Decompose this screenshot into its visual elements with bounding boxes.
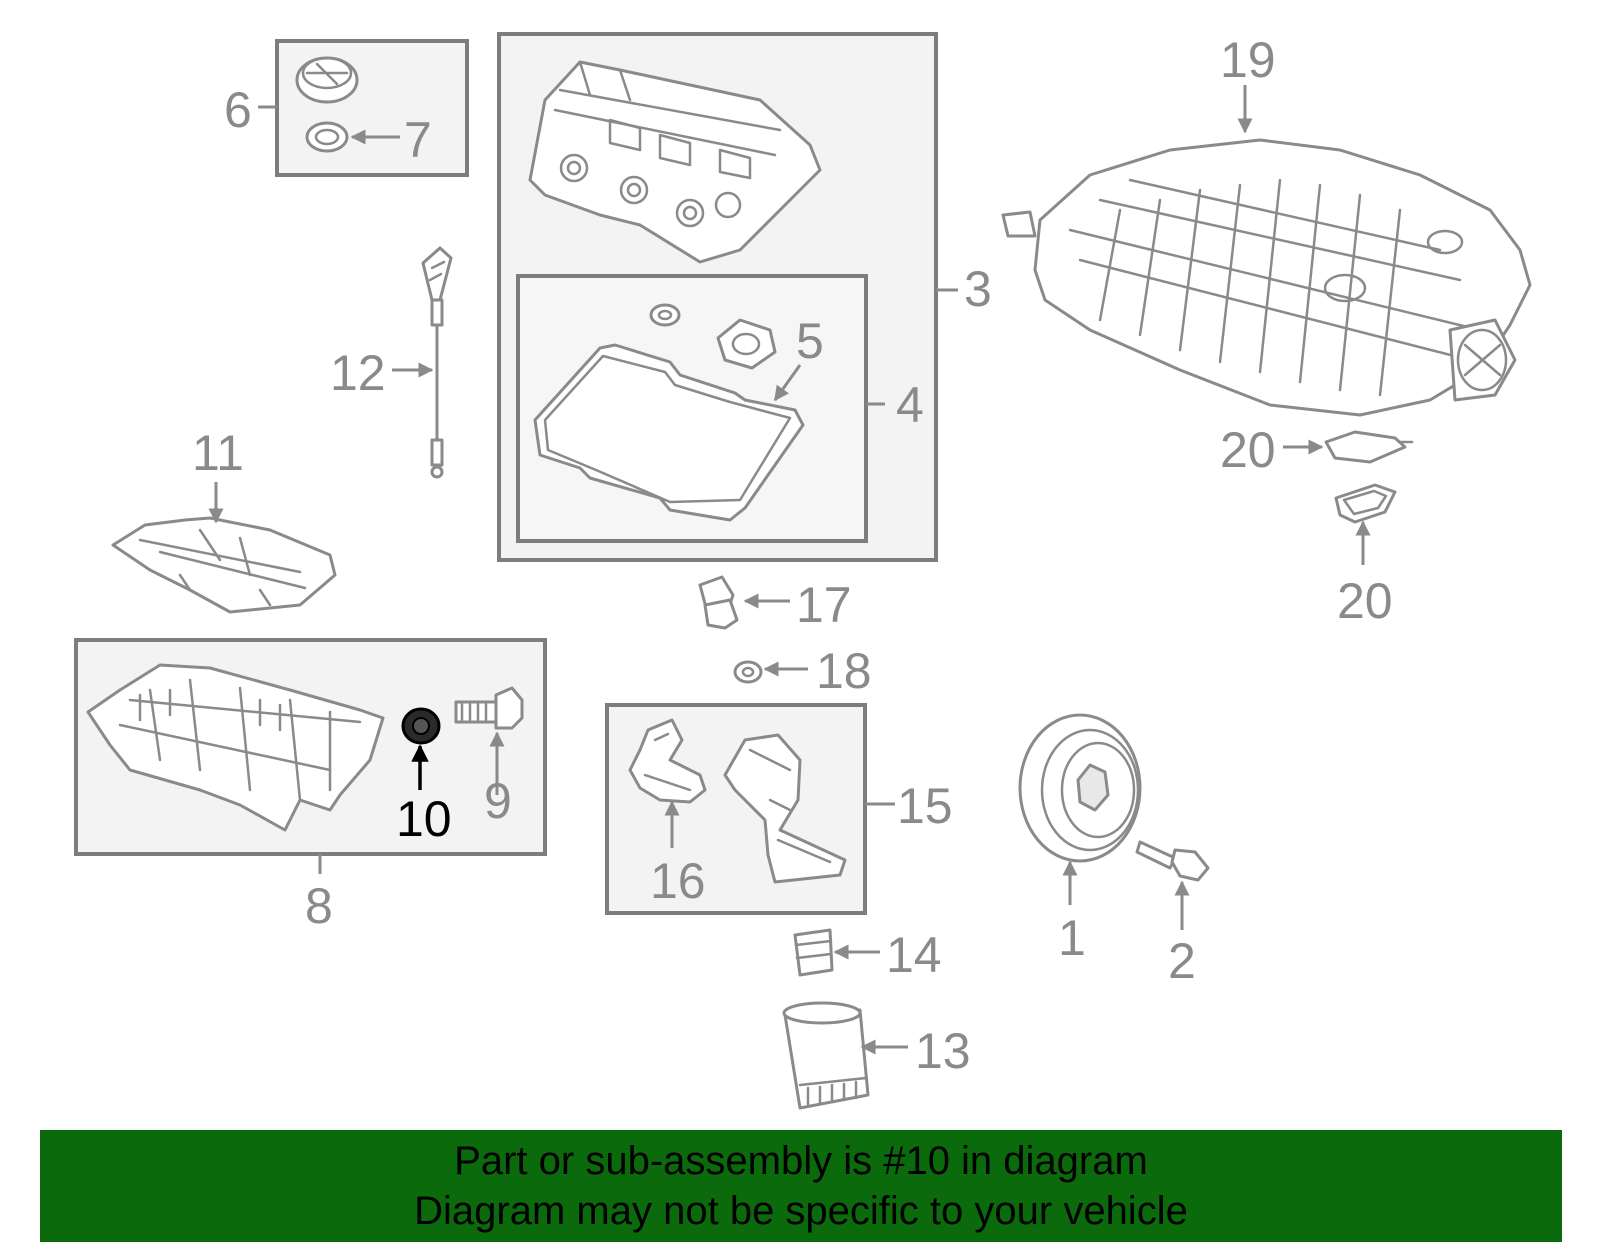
callout-4: 4: [896, 377, 924, 433]
spark-plug-seal[interactable]: [716, 318, 777, 370]
switch-washer-part[interactable]: [733, 660, 763, 684]
dipstick-part[interactable]: [421, 246, 453, 479]
filler-cap-group: 6 7: [224, 39, 469, 177]
drain-bolt-part[interactable]: [454, 686, 524, 730]
callout-3: 3: [964, 261, 992, 317]
valve-cover-part[interactable]: [528, 60, 822, 264]
drain-washer-part-10[interactable]: [401, 707, 441, 745]
filler-cap-box: [275, 39, 469, 177]
lead-5: [773, 364, 802, 402]
crank-bolt-part[interactable]: [1135, 840, 1210, 882]
callout-8: 8: [305, 878, 333, 934]
small-seal-ring[interactable]: [649, 303, 681, 327]
callout-14: 14: [886, 927, 942, 983]
callout-15: 15: [897, 778, 953, 834]
banner-line-1: Part or sub-assembly is #10 in diagram: [454, 1139, 1148, 1183]
oil-pressure-switch-part[interactable]: [698, 575, 739, 630]
baffle-plate-part[interactable]: [111, 516, 337, 614]
filler-cap-part[interactable]: [295, 56, 359, 104]
callout-5: 5: [796, 313, 824, 369]
pickup-group: 16 15: [605, 703, 953, 915]
oil-strainer-part[interactable]: [723, 733, 847, 884]
callout-10: 10: [396, 791, 452, 847]
callout-6: 6: [224, 82, 252, 138]
crank-pulley-part[interactable]: [1018, 713, 1142, 863]
callout-9: 9: [484, 773, 512, 829]
banner-line-2: Diagram may not be specific to your vehi…: [414, 1189, 1188, 1233]
callout-7: 7: [404, 112, 432, 168]
intake-gasket-b-part[interactable]: [1334, 483, 1397, 524]
filter-adapter-part[interactable]: [793, 928, 834, 977]
valve-cover-group: 5 4 3: [497, 32, 992, 562]
intake-manifold-part[interactable]: [1001, 138, 1532, 417]
intake-gasket-a-part[interactable]: [1324, 430, 1414, 464]
pickup-gasket-part[interactable]: [628, 718, 707, 804]
valve-cover-gasket[interactable]: [533, 343, 805, 522]
callout-16: 16: [650, 853, 706, 909]
callout-2: 2: [1168, 933, 1196, 989]
callout-13: 13: [915, 1023, 971, 1079]
callout-17: 17: [796, 577, 852, 633]
callout-11: 11: [192, 425, 244, 481]
callout-20b: 20: [1337, 573, 1393, 629]
oil-pan-group: 10 9 8: [74, 638, 547, 934]
callout-12: 12: [330, 345, 386, 401]
callout-18: 18: [816, 643, 872, 699]
oil-filter-part[interactable]: [782, 1001, 870, 1110]
callout-20a: 20: [1220, 422, 1276, 478]
callout-19: 19: [1220, 32, 1276, 88]
parts-diagram: 6 7 5 4 3: [74, 32, 1532, 1110]
filler-cap-seal[interactable]: [305, 121, 349, 153]
oil-pan-part[interactable]: [86, 663, 385, 832]
callout-1: 1: [1058, 910, 1086, 966]
info-banner: Part or sub-assembly is #10 in diagram D…: [40, 1130, 1562, 1242]
